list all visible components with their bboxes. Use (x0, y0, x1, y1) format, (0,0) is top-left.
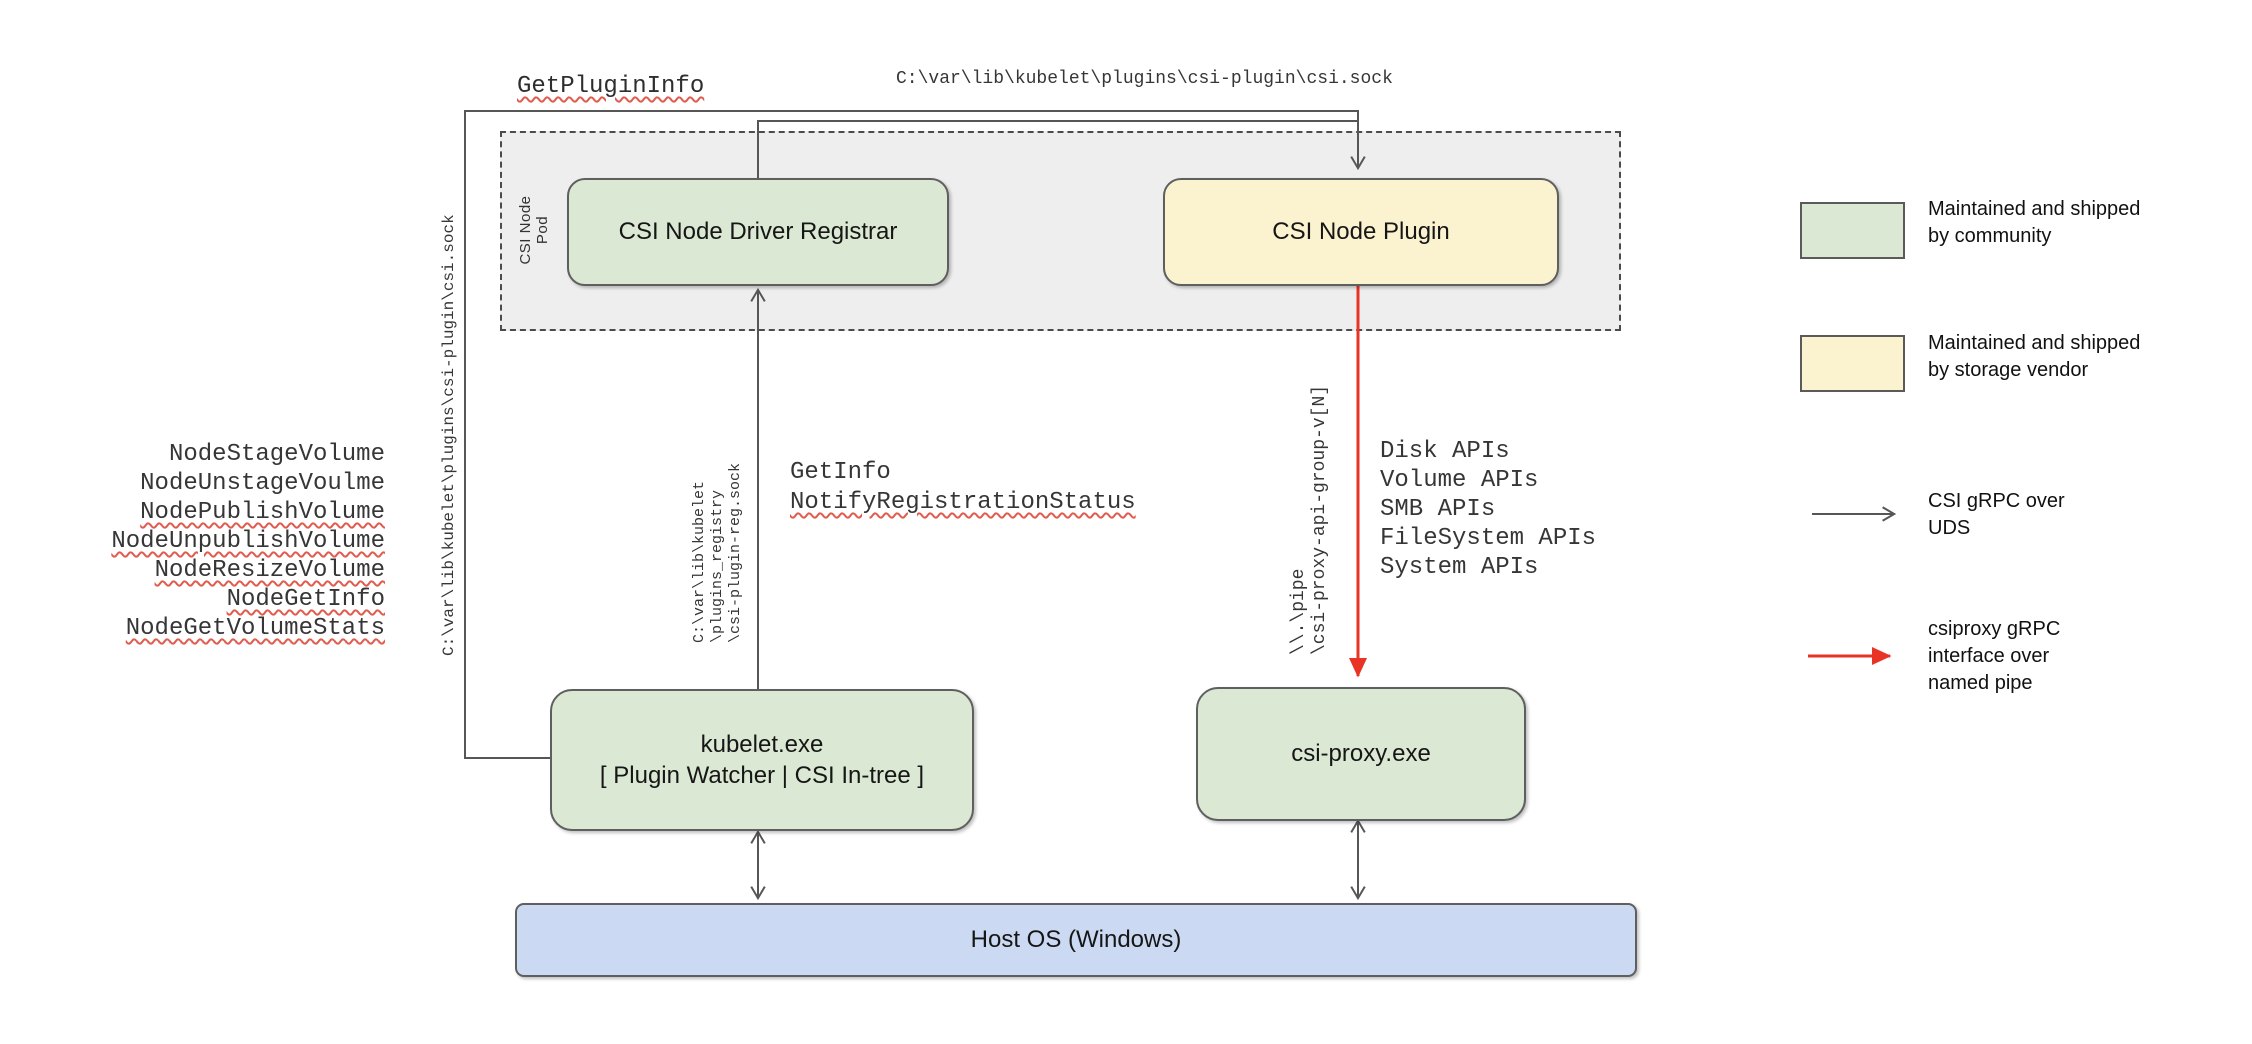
kubelet-label: kubelet.exe [ Plugin Watcher | CSI In-tr… (600, 729, 924, 791)
csi-proxy-label: csi-proxy.exe (1291, 740, 1431, 767)
registrar-rpc-labels: GetInfo NotifyRegistrationStatus (790, 458, 1136, 518)
node-rpc-list: NodeStageVolume NodeUnstageVoulme NodePu… (90, 440, 385, 643)
node-rpc-item: NodeStageVolume (168, 441, 385, 468)
csi-sock-path-top-label: C:\var\lib\kubelet\plugins\csi-plugin\cs… (896, 69, 1393, 89)
node-host-os-windows: Host OS (Windows) (515, 903, 1637, 977)
notify-registration-status-label: NotifyRegistrationStatus (790, 489, 1136, 516)
get-plugin-info-label: GetPluginInfo (517, 73, 705, 100)
legend-community-swatch (1800, 202, 1905, 259)
legend-vendor-swatch (1800, 335, 1905, 392)
node-rpc-item: NodeGetInfo (226, 586, 385, 613)
node-rpc-item: NodeUnpublishVolume (111, 528, 385, 555)
node-rpc-item: NodeGetVolumeStats (125, 615, 385, 642)
csi-node-pod-label: CSI Node Pod (517, 195, 551, 265)
plugin-registry-sock-label: C:\var\lib\kubelet \plugins_registry \cs… (691, 461, 745, 643)
api-item: Disk APIs (1380, 438, 1510, 465)
kubelet-label-line2: [ Plugin Watcher | CSI In-tree ] (599, 762, 925, 789)
plugin-registry-sock-line1: C:\var\lib\kubelet (691, 480, 708, 643)
api-item: FileSystem APIs (1380, 525, 1597, 552)
node-csi-node-plugin: CSI Node Plugin (1163, 178, 1559, 286)
legend-uds-label: CSI gRPC over UDS (1928, 490, 2065, 539)
legend-vendor-label: Maintained and shipped by storage vendor (1928, 332, 2141, 381)
node-csi-node-driver-registrar: CSI Node Driver Registrar (567, 178, 949, 286)
api-item: Volume APIs (1380, 467, 1539, 494)
csi-proxy-api-list: Disk APIs Volume APIs SMB APIs FileSyste… (1380, 437, 1596, 582)
node-rpc-item: NodePublishVolume (140, 499, 385, 526)
node-rpc-item: NodeResizeVolume (154, 557, 385, 584)
plugin-registry-sock-line3: \csi-plugin-reg.sock (727, 462, 744, 643)
node-csi-proxy-exe: csi-proxy.exe (1196, 687, 1526, 821)
host-os-label: Host OS (Windows) (970, 926, 1182, 953)
node-kubelet-exe: kubelet.exe [ Plugin Watcher | CSI In-tr… (550, 689, 974, 831)
get-info-label: GetInfo (790, 459, 891, 486)
registrar-label: CSI Node Driver Registrar (618, 218, 898, 245)
plugin-registry-sock-line2: \plugins_registry (709, 489, 726, 643)
csi-sock-path-left-label: C:\var\lib\kubelet\plugins\csi-plugin\cs… (440, 214, 458, 656)
named-pipe-path-line2: \csi-proxy-api-group-v[N] (1310, 384, 1330, 655)
api-item: SMB APIs (1380, 496, 1496, 523)
node-rpc-item: NodeUnstageVoulme (140, 470, 385, 497)
legend-namedpipe-label: csiproxy gRPC interface over named pipe (1928, 618, 2061, 694)
api-item: System APIs (1380, 554, 1539, 581)
plugin-label: CSI Node Plugin (1272, 218, 1450, 245)
named-pipe-path-label: \\.\pipe \csi-proxy-api-group-v[N] (1289, 383, 1331, 655)
legend-community-label: Maintained and shipped by community (1928, 198, 2141, 247)
named-pipe-path-line1: \\.\pipe (1289, 568, 1309, 655)
kubelet-label-line1: kubelet.exe (700, 731, 824, 758)
